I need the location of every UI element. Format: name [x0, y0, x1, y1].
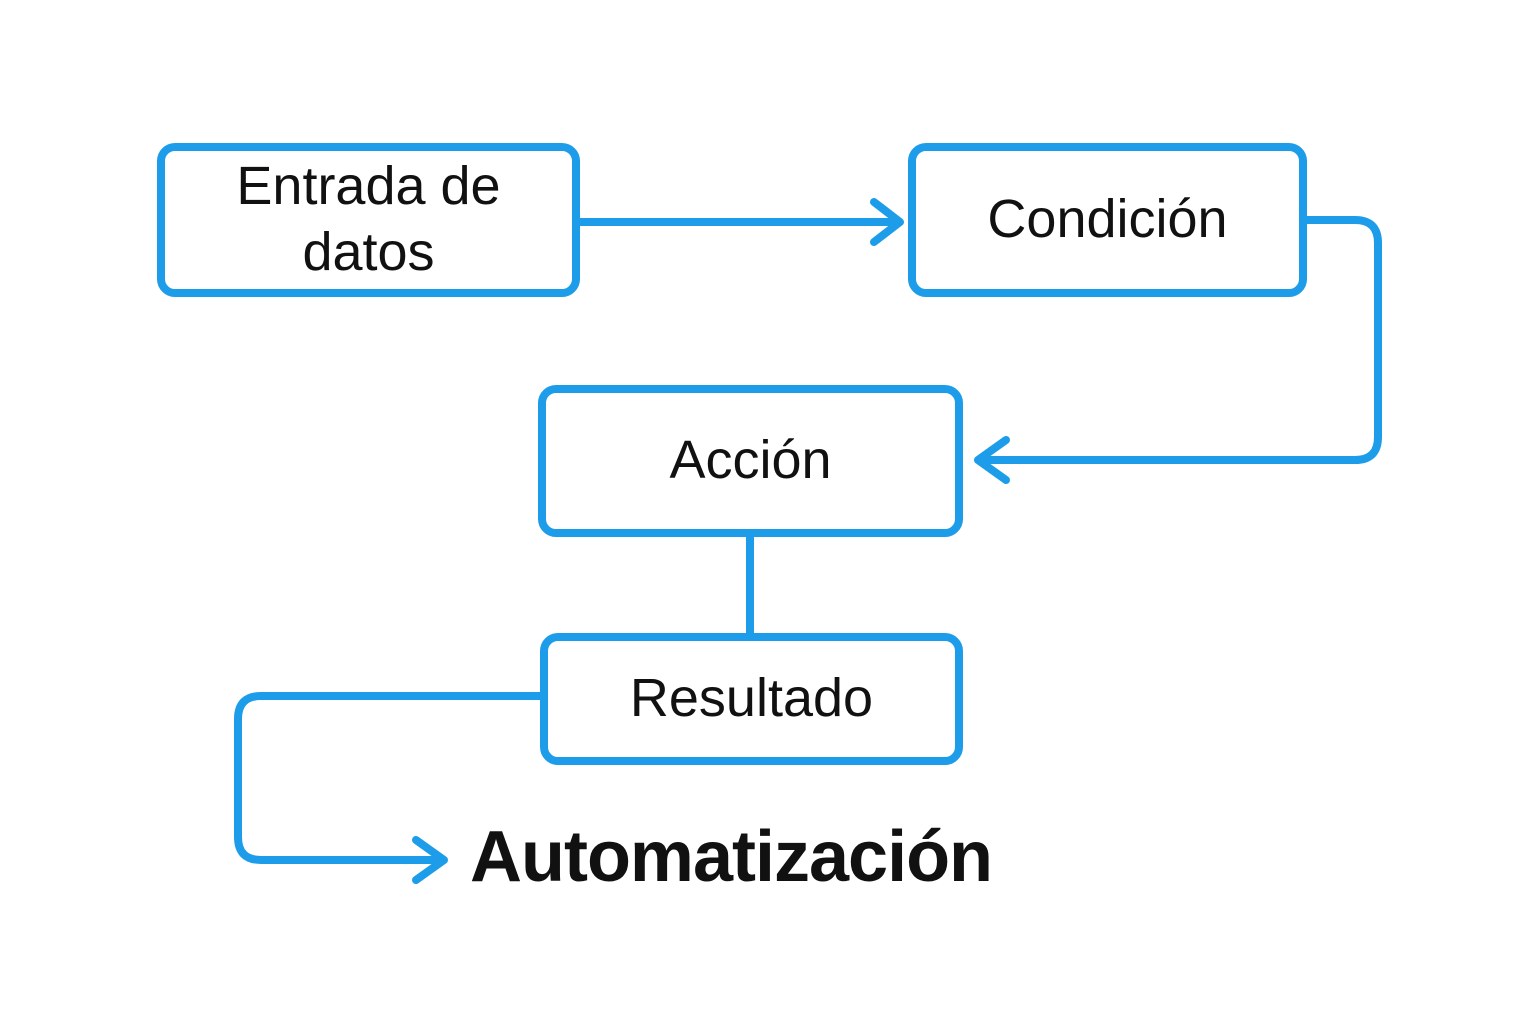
- automatizacion-label: Automatización: [470, 817, 993, 897]
- arrowhead-left-icon: [974, 436, 1010, 484]
- arrowhead-right-icon: [870, 198, 904, 246]
- edge-resultado-automatizacion: [234, 692, 546, 864]
- node-accion-label: Acción: [669, 430, 832, 491]
- node-entrada-de-datos-label: Entrada de datos: [236, 156, 501, 282]
- node-condicion: Condición: [908, 143, 1307, 297]
- node-resultado: Resultado: [540, 633, 963, 765]
- node-condicion-label: Condición: [987, 189, 1228, 250]
- arrowhead-right-icon: [412, 836, 448, 884]
- node-resultado-label: Resultado: [629, 668, 874, 729]
- node-accion: Acción: [538, 385, 963, 537]
- edge-condicion-accion: [982, 216, 1382, 464]
- node-entrada-de-datos: Entrada de datos: [157, 143, 580, 297]
